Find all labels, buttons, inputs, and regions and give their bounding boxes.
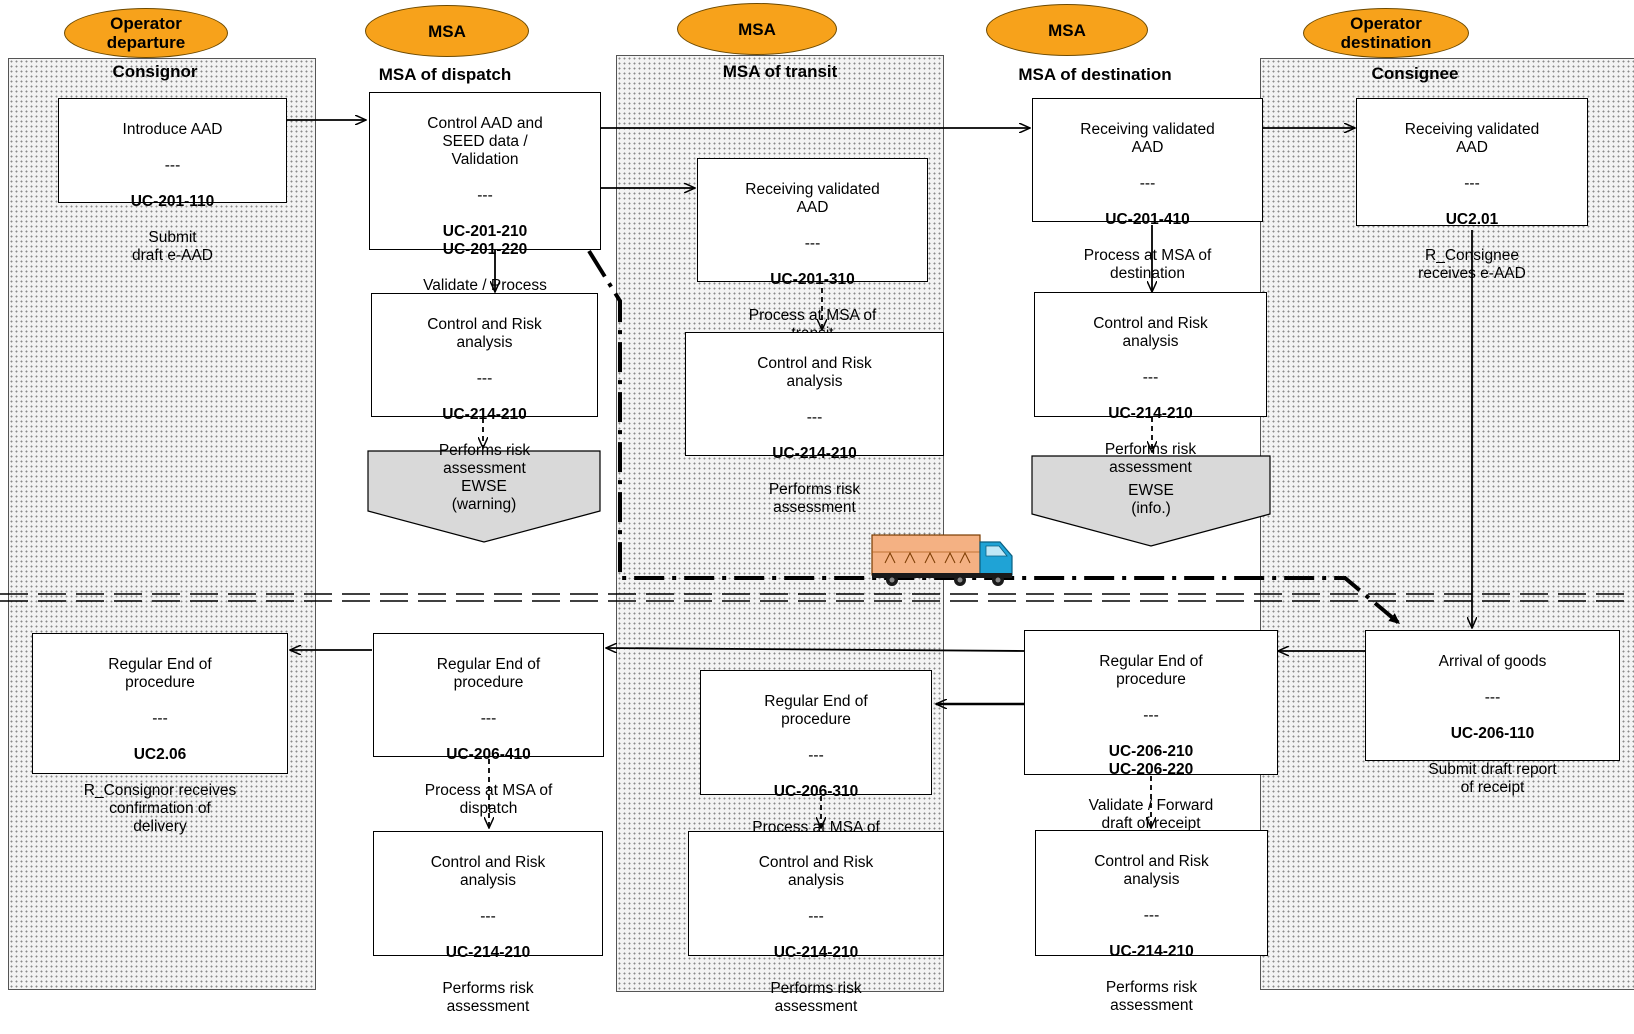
box-title: Regular End of procedure — [1099, 653, 1203, 688]
box-separator: --- — [164, 157, 181, 174]
box-code: UC-214-210 — [1109, 943, 1194, 960]
box-arrival-of-goods: Arrival of goods --- UC-206-110 Submit d… — [1365, 630, 1620, 796]
actor-msa-dispatch: MSA — [365, 5, 529, 57]
box-code: UC-214-210 — [445, 944, 531, 961]
box-code: UC-201-410 — [1105, 211, 1190, 228]
box-risk-destination-bottom: Control and Risk analysis --- UC-214-210… — [1035, 830, 1268, 1014]
box-control-aad: Control AAD and SEED data / Validation -… — [369, 92, 601, 312]
box-receiving-destination: Receiving validated AAD --- UC-201-410 P… — [1032, 98, 1263, 282]
box-separator: --- — [1484, 689, 1501, 706]
ewse-warning-shape — [367, 450, 601, 543]
lane-title-msa-destination: MSA of destination — [1018, 65, 1172, 84]
box-introduce-aad: Introduce AAD --- UC-201-110 Submit draf… — [58, 98, 287, 264]
box-end-dispatch: Regular End of procedure --- UC-206-410 … — [373, 633, 604, 817]
box-description: Submit draft report of receipt — [1428, 761, 1557, 796]
box-title: Arrival of goods — [1438, 653, 1547, 670]
box-title: Regular End of procedure — [436, 656, 541, 691]
box-title: Introduce AAD — [122, 121, 223, 138]
box-description: Performs risk assessment — [768, 481, 861, 516]
box-risk-dispatch-top: Control and Risk analysis --- UC-214-210… — [371, 293, 598, 477]
box-description: Performs risk assessment — [770, 980, 862, 1015]
box-description: Performs risk assessment — [1105, 979, 1198, 1014]
box-end-destination: Regular End of procedure --- UC-206-210 … — [1024, 630, 1278, 832]
box-title: Receiving validated AAD — [1404, 121, 1540, 156]
box-code: UC-214-210 — [773, 944, 859, 961]
box-code: UC-201-310 — [770, 271, 855, 288]
box-code: UC-206-410 — [446, 746, 531, 763]
box-code: UC-206-110 — [1450, 725, 1535, 742]
lane-consignor — [8, 58, 316, 990]
flow-connectors — [0, 0, 1634, 982]
box-code: UC2.06 — [133, 746, 187, 763]
box-risk-dispatch-bottom: Control and Risk analysis --- UC-214-210… — [373, 831, 603, 1015]
box-title: Control and Risk analysis — [427, 316, 542, 351]
actor-msa-destination: MSA — [986, 4, 1148, 56]
box-separator: --- — [808, 908, 824, 925]
box-risk-transit-top: Control and Risk analysis --- UC-214-210… — [685, 332, 944, 516]
box-separator: --- — [808, 747, 824, 764]
lane-title-consignor: Consignor — [112, 62, 198, 81]
box-description: Submit draft e-AAD — [132, 229, 213, 264]
box-end-transit: Regular End of procedure --- UC-206-310 … — [700, 670, 932, 854]
box-description: Performs risk assessment — [1104, 441, 1197, 476]
ewse-info-shape — [1031, 455, 1271, 547]
actor-operator-departure: Operator departure — [64, 8, 228, 58]
ewse-warning-label: EWSE (warning) — [451, 478, 517, 513]
box-separator: --- — [1142, 369, 1159, 386]
box-separator: --- — [1143, 707, 1159, 724]
box-title: Control and Risk analysis — [1093, 315, 1208, 350]
box-title: Receiving validated AAD — [1080, 121, 1215, 156]
box-separator: --- — [480, 908, 496, 925]
box-title: Control and Risk analysis — [430, 854, 546, 889]
box-separator: --- — [1139, 175, 1156, 192]
box-code: UC2.01 — [1445, 211, 1499, 228]
box-separator: --- — [1143, 907, 1160, 924]
box-separator: --- — [477, 187, 493, 204]
box-code: UC-206-310 — [773, 783, 859, 800]
box-title: Control and Risk analysis — [757, 355, 872, 390]
box-separator: --- — [804, 235, 821, 252]
box-code: UC-214-210 — [1108, 405, 1193, 422]
box-description: Process at MSA of dispatch — [424, 782, 553, 817]
box-title: Control and Risk analysis — [1094, 853, 1209, 888]
box-code: UC-214-210 — [772, 445, 857, 462]
lane-title-msa-transit: MSA of transit — [722, 62, 838, 81]
lane-title-consignee: Consignee — [1371, 64, 1459, 83]
actor-msa-transit: MSA — [677, 3, 837, 55]
box-title: Receiving validated AAD — [745, 181, 880, 216]
box-description: Performs risk assessment — [442, 980, 534, 1015]
box-description: Process at MSA of destination — [1083, 247, 1212, 282]
box-code: UC-201-210 UC-201-220 — [442, 223, 528, 258]
box-separator: --- — [806, 409, 823, 426]
box-separator: --- — [152, 710, 168, 727]
box-title: Regular End of procedure — [108, 656, 212, 691]
truck-icon — [871, 534, 1013, 586]
transport-path — [587, 249, 1402, 626]
box-description: R_Consignee receives e-AAD — [1418, 247, 1526, 282]
box-separator: --- — [480, 710, 497, 727]
box-risk-destination-top: Control and Risk analysis --- UC-214-210… — [1034, 292, 1267, 476]
box-receiving-transit: Receiving validated AAD --- UC-201-310 P… — [697, 158, 928, 342]
box-end-consignor: Regular End of procedure --- UC2.06 R_Co… — [32, 633, 288, 835]
box-description: Performs risk assessment — [438, 442, 531, 477]
box-risk-transit-bottom: Control and Risk analysis --- UC-214-210… — [688, 831, 944, 1015]
ewse-info-label: EWSE (info.) — [1128, 482, 1174, 517]
box-code: UC-214-210 — [442, 406, 527, 423]
box-separator: --- — [1464, 175, 1480, 192]
box-code: UC-201-110 — [130, 193, 215, 210]
actor-operator-destination: Operator destination — [1303, 8, 1469, 58]
box-description: Validate / Forward draft of receipt — [1088, 797, 1214, 832]
box-description: R_Consignor receives confirmation of del… — [83, 782, 237, 835]
box-separator: --- — [476, 370, 493, 387]
box-title: Control AAD and SEED data / Validation — [427, 115, 543, 168]
box-code: UC-206-210 UC-206-220 — [1108, 743, 1194, 778]
lane-title-msa-dispatch: MSA of dispatch — [378, 65, 512, 84]
arrow-end-dest-to-end-dispatch — [606, 648, 1026, 651]
box-receiving-consignee: Receiving validated AAD --- UC2.01 R_Con… — [1356, 98, 1588, 282]
box-title: Control and Risk analysis — [758, 854, 874, 889]
box-title: Regular End of procedure — [764, 693, 868, 728]
